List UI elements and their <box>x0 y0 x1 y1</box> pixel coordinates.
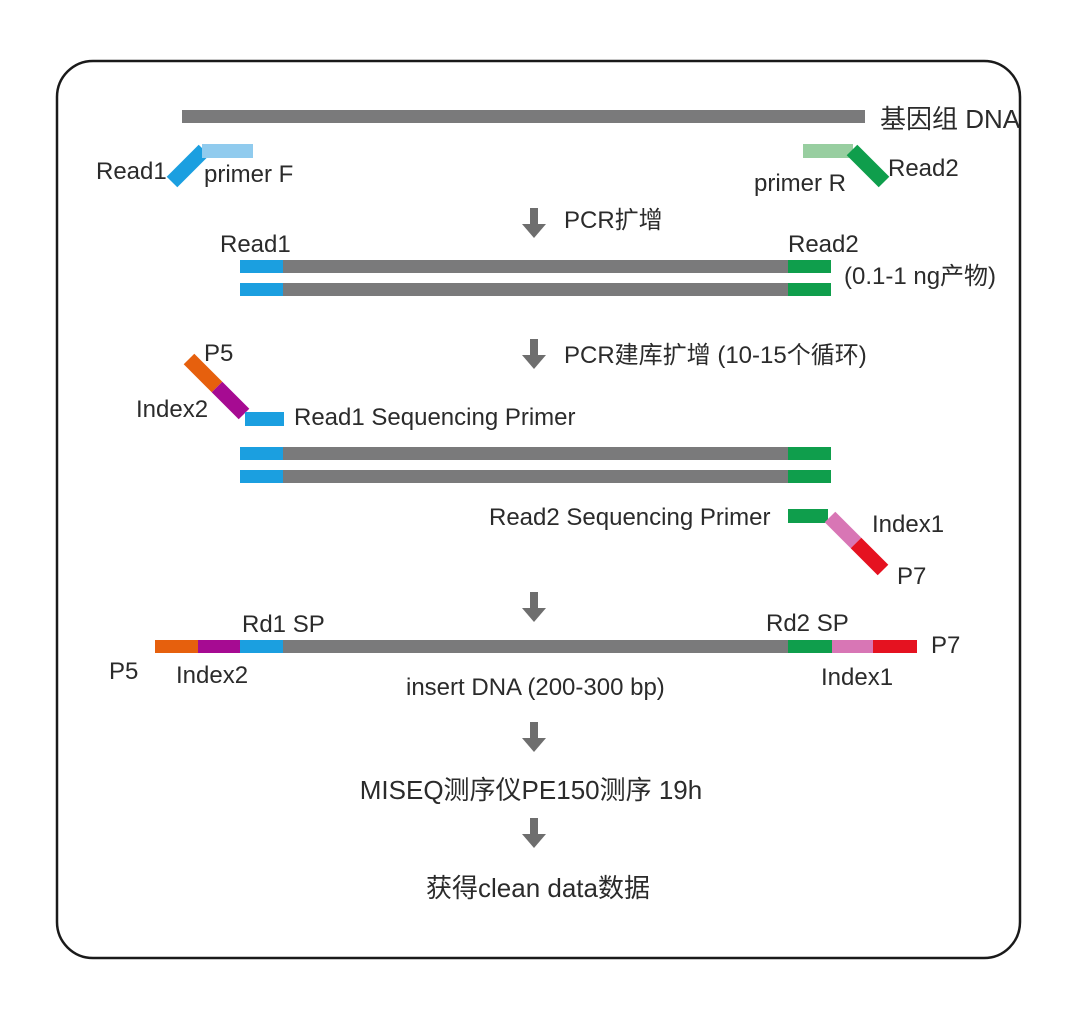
amplicon-read2-label: Read2 <box>788 231 859 258</box>
read1-cap <box>240 470 283 483</box>
library-strand-1 <box>240 447 831 460</box>
diagram-border <box>55 59 1022 960</box>
p7-segment <box>850 537 889 576</box>
genomic-dna-bar <box>182 110 865 123</box>
p5-segment <box>183 353 223 393</box>
down-arrow-icon <box>522 339 546 369</box>
final-index1-label: Index1 <box>821 664 893 691</box>
insert-dna-label: insert DNA (200-300 bp) <box>406 674 665 701</box>
p5-label: P5 <box>204 340 233 367</box>
read2-primer-label: Read2 <box>888 155 959 182</box>
index1-block <box>832 640 873 653</box>
index1-label: Index1 <box>872 511 944 538</box>
p7-block <box>873 640 917 653</box>
read1-tail-segment <box>166 144 210 188</box>
amplicon-read1-label: Read1 <box>220 231 291 258</box>
rd1-sp-label: Rd1 SP <box>242 611 325 638</box>
read2-cap <box>788 260 831 273</box>
rd2-sp-label: Rd2 SP <box>766 610 849 637</box>
p7-label: P7 <box>897 563 926 590</box>
final-library-bar <box>155 640 917 653</box>
pcr-product-strand-1 <box>240 260 831 273</box>
rd2-sp-block <box>788 640 832 653</box>
read2-cap <box>788 283 831 296</box>
pcr-product-amount-label: (0.1-1 ng产物) <box>844 263 996 290</box>
insert-block <box>283 640 788 653</box>
down-arrow-icon <box>522 818 546 848</box>
step-pcr-label: PCR扩增 <box>564 207 663 234</box>
rd1-sp-block <box>240 640 283 653</box>
down-arrow-icon <box>522 722 546 752</box>
read1-cap <box>240 260 283 273</box>
primer-r-segment <box>803 144 853 158</box>
read1-seq-primer-label: Read1 Sequencing Primer <box>294 404 576 431</box>
step-library-pcr-label: PCR建库扩增 (10-15个循环) <box>564 342 867 369</box>
final-p7-label: P7 <box>931 632 960 659</box>
read1-primer-label: Read1 <box>96 158 167 185</box>
index2-block <box>198 640 240 653</box>
read2-cap <box>788 447 831 460</box>
read2-seq-primer-segment <box>788 509 828 523</box>
read1-cap <box>240 447 283 460</box>
insert-bar <box>283 447 788 460</box>
primer-f-segment <box>202 144 253 158</box>
down-arrow-icon <box>522 208 546 238</box>
read2-cap <box>788 470 831 483</box>
read2-tail-segment <box>846 144 890 188</box>
insert-bar <box>283 260 788 273</box>
index2-segment <box>211 381 250 420</box>
down-arrow-icon <box>522 592 546 622</box>
insert-bar <box>283 283 788 296</box>
final-index2-label: Index2 <box>176 662 248 689</box>
library-strand-2 <box>240 470 831 483</box>
final-p5-label: P5 <box>109 658 138 685</box>
index1-segment <box>824 511 862 549</box>
step-sequencing-label: MISEQ测序仪PE150测序 19h <box>360 775 702 805</box>
read2-seq-primer-label: Read2 Sequencing Primer <box>489 504 771 531</box>
primer-r-label: primer R <box>754 170 846 197</box>
insert-bar <box>283 470 788 483</box>
step-clean-data-label: 获得clean data数据 <box>426 873 650 903</box>
index2-label: Index2 <box>136 396 208 423</box>
genomic-dna-label: 基因组 DNA <box>880 104 1021 134</box>
read1-seq-primer-segment <box>245 412 284 426</box>
read1-cap <box>240 283 283 296</box>
pcr-product-strand-2 <box>240 283 831 296</box>
primer-f-label: primer F <box>204 161 293 188</box>
p5-block <box>155 640 198 653</box>
